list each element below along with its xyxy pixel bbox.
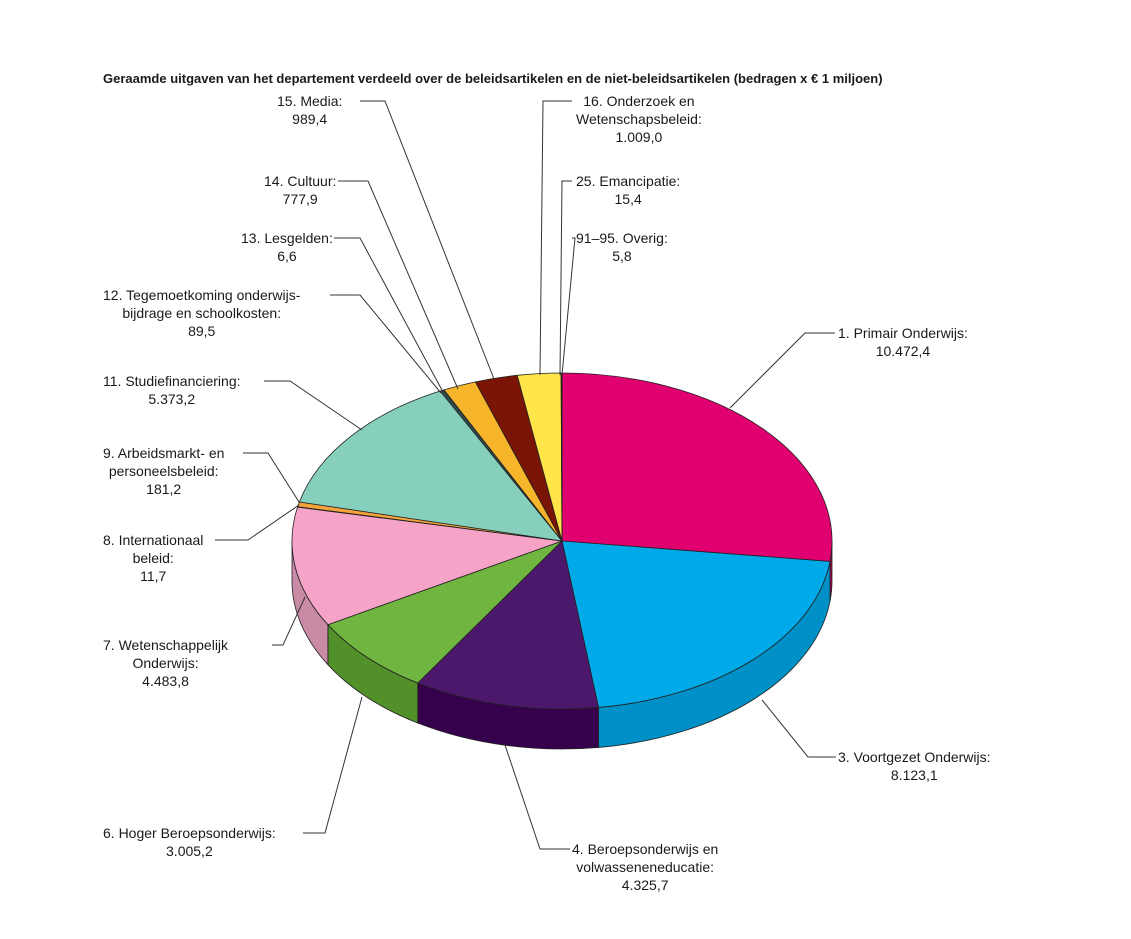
slice-label-line: 11,7: [140, 568, 166, 584]
slice-label-line: 6,6: [277, 248, 297, 264]
slice-labels: 1. Primair Onderwijs: 10.472,4 3. Voortgez…: [103, 93, 991, 893]
slice-label-6-hoger-beroepsonderwijs: 6. Hoger Beroepsonderwijs: 3.005,2: [103, 825, 276, 859]
slice-label-line: personeelsbeleid:: [109, 463, 219, 479]
leader-line-4-beroepsonderwijs-en-volwasseneneducatie: [504, 744, 570, 850]
slice-label-line: 11. Studiefinanciering:: [103, 373, 241, 389]
slice-label-line: 1. Primair Onderwijs:: [838, 325, 968, 341]
slice-label-15-media: 15. Media: 989,4: [277, 93, 342, 127]
slice-label-line: 9. Arbeidsmarkt- en: [103, 445, 224, 461]
slice-label-line: 5.373,2: [148, 391, 195, 407]
slice-label-8-internationaal-beleid: 8. Internationaal beleid: 11,7: [103, 532, 203, 584]
slice-label-11-studiefinanciering: 11. Studiefinanciering: 5.373,2: [103, 373, 241, 407]
leader-line-3-voortgezet-onderwijs: [761, 699, 836, 758]
slice-label-line: Onderwijs:: [132, 655, 198, 671]
leader-line-1-primair-onderwijs: [729, 332, 835, 409]
slice-label-line: 7. Wetenschappelijk: [103, 637, 229, 653]
slice-label-line: 5,8: [612, 248, 632, 264]
slice-label-4-beroepsonderwijs-en-volwasseneneducatie: 4. Beroepsonderwijs en volwasseneneducati…: [572, 841, 718, 893]
slice-label-line: Wetenschapsbeleid:: [576, 111, 702, 127]
slice-label-12-tegemoetkoming-onderwijsbijdrage-en-schoolkosten: 12. Tegemoetkoming onderwijs-bijdrage en…: [103, 287, 301, 339]
slice-label-line: 3. Voortgezet Onderwijs:: [838, 749, 991, 765]
leader-line-16-onderzoek-en-wetenschapsbeleid: [539, 100, 572, 376]
slice-label-91-95-overig: 91–95. Overig: 5,8: [576, 230, 668, 264]
pie-slice-4-beroepsonderwijs-en-volwasseneneducatie: [417, 540, 600, 710]
slice-label-line: 1.009,0: [616, 129, 663, 145]
leader-line-11-studiefinanciering: [264, 380, 363, 431]
slice-label-line: 25. Emancipatie:: [576, 173, 680, 189]
slice-label-16-onderzoek-en-wetenschapsbeleid: 16. Onderzoek en Wetenschapsbeleid: 1.009,…: [576, 93, 702, 145]
leader-line-12-tegemoetkoming-onderwijsbijdrage-en-schoolkosten: [330, 294, 442, 394]
leader-line-9-arbeidsmarkt-en-personeelsbeleid: [243, 452, 300, 503]
leader-line-13-lesgelden: [334, 237, 444, 393]
slice-label-line: 4.325,7: [622, 877, 669, 893]
slice-label-line: 89,5: [188, 323, 215, 339]
slice-label-line: 91–95. Overig:: [576, 230, 668, 246]
slice-label-line: 181,2: [146, 481, 181, 497]
slice-label-line: 8. Internationaal: [103, 532, 203, 548]
slice-label-9-arbeidsmarkt-en-personeelsbeleid: 9. Arbeidsmarkt- en personeelsbeleid: 181,…: [103, 445, 224, 497]
leader-line-25-emancipatie: [559, 180, 572, 376]
slice-label-line: 15,4: [615, 191, 642, 207]
slice-label-13-lesgelden: 13. Lesgelden: 6,6: [241, 230, 333, 264]
slice-label-line: 15. Media:: [277, 93, 342, 109]
pie-slice-11-studiefinanciering: [298, 390, 563, 542]
slice-label-line: 8.123,1: [891, 767, 938, 783]
pie-slice-6-hoger-beroepsonderwijs: [327, 540, 563, 684]
slice-label-line: 3.005,2: [166, 843, 213, 859]
pie-slice-7-wetenschappelijk-onderwijs: [291, 506, 563, 626]
slice-label-line: 10.472,4: [876, 343, 931, 359]
chart-title: Geraamde uitgaven van het departement ve…: [103, 71, 883, 86]
slice-label-line: 6. Hoger Beroepsonderwijs:: [103, 825, 276, 841]
pie-slices: [291, 372, 833, 710]
slice-label-line: 13. Lesgelden:: [241, 230, 333, 246]
leader-line-91-95-overig: [561, 237, 576, 376]
slice-label-line: 16. Onderzoek en: [583, 93, 694, 109]
slice-label-line: 777,9: [283, 191, 318, 207]
slice-label-line: bijdrage en schoolkosten:: [122, 305, 281, 321]
slice-label-25-emancipatie: 25. Emancipatie: 15,4: [576, 173, 680, 207]
leader-line-14-cultuur: [338, 180, 459, 390]
leader-line-15-media: [360, 100, 495, 380]
slice-label-3-voortgezet-onderwijs: 3. Voortgezet Onderwijs: 8.123,1: [838, 749, 991, 783]
slice-label-line: 4.483,8: [142, 673, 189, 689]
pie-slice-3-voortgezet-onderwijs: [561, 540, 831, 708]
slice-label-line: beleid:: [133, 550, 174, 566]
slice-label-line: 12. Tegemoetkoming onderwijs-: [103, 287, 301, 303]
slice-label-line: 14. Cultuur:: [264, 173, 336, 189]
pie-slice-1-primair-onderwijs: [561, 372, 833, 562]
leader-line-7-wetenschappelijk-onderwijs: [272, 596, 306, 646]
leader-line-8-internationaal-beleid: [215, 504, 300, 541]
slice-label-line: 989,4: [292, 111, 327, 127]
leader-lines: [215, 100, 836, 850]
leader-line-6-hoger-beroepsonderwijs: [303, 696, 363, 834]
slice-label-1-primair-onderwijs: 1. Primair Onderwijs: 10.472,4: [838, 325, 968, 359]
slice-label-14-cultuur: 14. Cultuur: 777,9: [264, 173, 336, 207]
slice-label-line: volwasseneneducatie:: [576, 859, 714, 875]
slice-label-line: 4. Beroepsonderwijs en: [572, 841, 718, 857]
